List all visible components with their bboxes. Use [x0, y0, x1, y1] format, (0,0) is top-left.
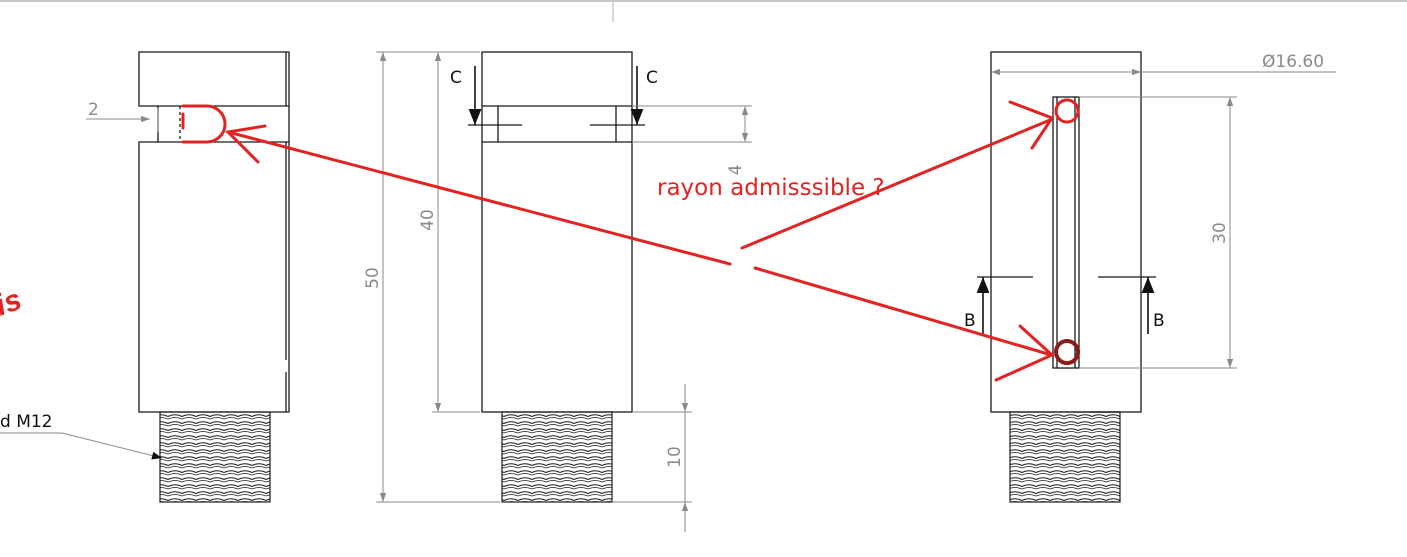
dim-slot-height: 4 — [726, 165, 746, 176]
thread-right — [1009, 411, 1121, 503]
red-annotation: rayon admisssible ? — [181, 98, 1080, 382]
left-slot-highlight — [181, 104, 227, 144]
thread-middle — [501, 411, 613, 503]
left-view: 2 d M12 is — [0, 51, 290, 503]
annotation-text: rayon admisssible ? — [657, 175, 885, 201]
section-c-right: C — [646, 68, 658, 88]
right-view: B B Ø16.60 30 — [964, 51, 1336, 503]
dim-thread-length: 10 — [665, 446, 685, 468]
section-b-left: B — [964, 311, 976, 331]
section-c-left: C — [450, 68, 462, 88]
dim-height-total: 50 — [363, 267, 383, 289]
cut-red-text: is — [0, 283, 26, 323]
bottom-radius-circle — [1054, 339, 1080, 365]
dim-diameter: Ø16.60 — [1262, 52, 1324, 72]
section-b-right: B — [1153, 311, 1165, 331]
middle-view: C C 50 40 4 10 — [363, 51, 752, 532]
dim-slot-length: 30 — [1210, 222, 1230, 244]
thread-callout: d M12 — [0, 412, 53, 432]
dim-height-body: 40 — [418, 209, 438, 231]
top-radius-circle — [1054, 98, 1080, 124]
dim-slot-width: 2 — [88, 100, 99, 120]
thread-left — [159, 411, 271, 503]
